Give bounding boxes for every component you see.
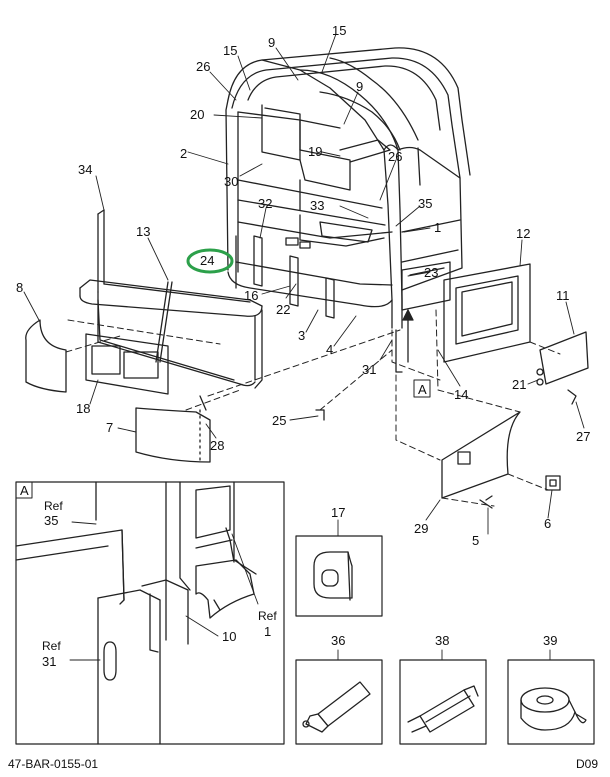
callout-label: 27 <box>576 429 590 444</box>
highlight-circle <box>186 248 234 274</box>
callout-label: 38 <box>435 633 449 648</box>
left-cover-8 <box>25 319 67 393</box>
strips <box>199 395 325 421</box>
callout-label: 16 <box>244 288 258 303</box>
callout-label: 5 <box>472 533 479 548</box>
part-box-39 <box>507 649 595 745</box>
callout-label: 22 <box>276 302 290 317</box>
callout-label: 33 <box>310 198 324 213</box>
callout-label: 15 <box>223 43 237 58</box>
sheet-code: D09 <box>576 757 599 771</box>
ref-number: 1 <box>264 624 271 639</box>
callout-label: 26 <box>196 59 210 74</box>
panel-29 <box>441 411 521 499</box>
callout-labels: 15 15 9 9 26 26 20 19 2 30 32 33 35 1 34… <box>16 23 590 548</box>
detail-view-a: A <box>15 481 285 745</box>
callout-label: 39 <box>543 633 557 648</box>
ref-label: Ref <box>42 639 61 653</box>
part-box-17 <box>295 519 383 617</box>
callout-label: 24 <box>200 253 214 268</box>
callout-label: 11 <box>556 288 570 303</box>
callout-label: 20 <box>190 107 204 122</box>
ref-number: 31 <box>42 654 56 669</box>
callout-label: 30 <box>224 174 238 189</box>
callout-label: 12 <box>516 226 530 241</box>
callout-label: 13 <box>136 224 150 239</box>
corner-panel-7 <box>135 407 211 463</box>
callout-label: 28 <box>210 438 224 453</box>
ref-label: Ref <box>44 499 63 513</box>
callout-label: 2 <box>180 146 187 161</box>
callout-label: 31 <box>362 362 376 377</box>
callout-label: 29 <box>414 521 428 536</box>
view-a-arrow <box>395 309 414 373</box>
callout-label: 3 <box>298 328 305 343</box>
callout-label: 25 <box>272 413 286 428</box>
part-box-38 <box>399 649 487 745</box>
callout-label: 4 <box>326 342 333 357</box>
drawing-number: 47-BAR-0155-01 <box>8 757 99 771</box>
callout-label: 35 <box>418 196 432 211</box>
callout-label: 15 <box>332 23 346 38</box>
callout-label: 23 <box>424 265 438 280</box>
callout-label: 9 <box>356 79 363 94</box>
view-a-label: A <box>418 382 427 397</box>
ref-label: Ref <box>258 609 277 623</box>
callout-label: 21 <box>512 377 526 392</box>
callout-label: 34 <box>78 162 92 177</box>
callout-label: 19 <box>308 144 322 159</box>
callout-label: 10 <box>222 629 236 644</box>
callout-label: 7 <box>106 420 113 435</box>
door-panel-12 <box>443 263 531 363</box>
callout-label: 1 <box>434 220 441 235</box>
detail-labels: Ref 35 Ref 1 Ref 31 10 <box>42 499 277 669</box>
fasteners <box>479 368 577 509</box>
ref-number: 35 <box>44 513 58 528</box>
callout-label: 14 <box>454 387 468 402</box>
cab-shell <box>225 47 471 329</box>
detail-label: A <box>20 483 29 498</box>
view-a-box <box>413 379 431 398</box>
callout-label: 26 <box>388 149 402 164</box>
callout-label: 36 <box>331 633 345 648</box>
callout-label: 6 <box>544 516 551 531</box>
part-box-36 <box>295 649 383 745</box>
callout-label: 9 <box>268 35 275 50</box>
callout-leaders <box>23 33 585 535</box>
callout-label: 17 <box>331 505 345 520</box>
callout-label: 8 <box>16 280 23 295</box>
callout-label: 32 <box>258 196 272 211</box>
callout-label: 18 <box>76 401 90 416</box>
plate-11 <box>539 331 589 385</box>
front-frame <box>79 209 263 389</box>
front-cover-18 <box>85 333 169 395</box>
